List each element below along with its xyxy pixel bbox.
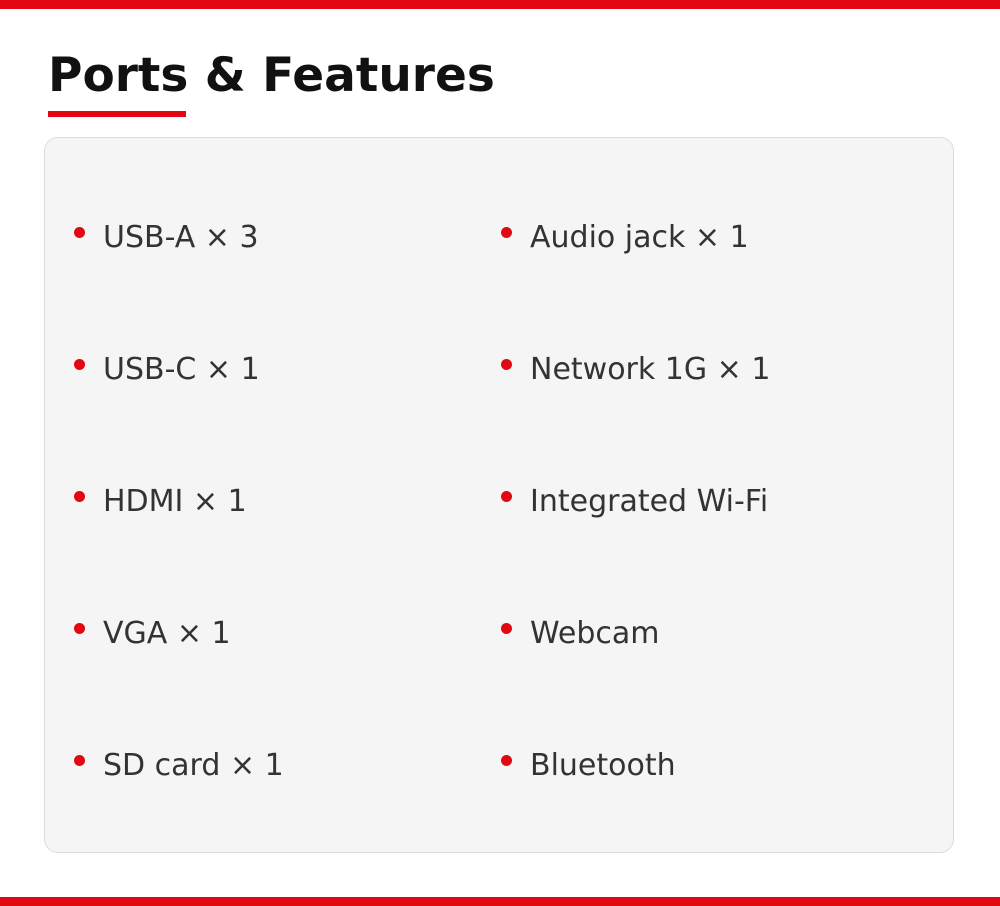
feature-item-sd-card: SD card × 1 bbox=[74, 736, 284, 796]
feature-item-audio-jack: Audio jack × 1 bbox=[501, 208, 749, 268]
bullet-dot bbox=[501, 622, 512, 634]
feature-item-network: Network 1G × 1 bbox=[501, 340, 770, 400]
bullet-dot bbox=[74, 490, 85, 502]
feature-label: VGA × 1 bbox=[103, 616, 231, 651]
bullet-dot bbox=[74, 622, 85, 634]
top-accent-bar bbox=[0, 0, 1000, 9]
feature-label: HDMI × 1 bbox=[103, 484, 247, 519]
bottom-accent-bar bbox=[0, 897, 1000, 906]
features-card: USB-A × 3 USB-C × 1 HDMI × 1 VGA × 1 SD … bbox=[44, 137, 954, 853]
bullet-dot bbox=[501, 490, 512, 502]
bullet-dot bbox=[74, 754, 85, 766]
page-title: Ports & Features bbox=[48, 48, 495, 103]
bullet-dot bbox=[501, 226, 512, 238]
bullet-dot bbox=[501, 754, 512, 766]
feature-label: Network 1G × 1 bbox=[530, 352, 771, 387]
feature-label: Bluetooth bbox=[530, 748, 676, 783]
feature-item-bluetooth: Bluetooth bbox=[501, 736, 676, 796]
feature-item-vga: VGA × 1 bbox=[74, 604, 231, 664]
feature-item-usb-c: USB-C × 1 bbox=[74, 340, 260, 400]
feature-label: Audio jack × 1 bbox=[530, 220, 749, 255]
bullet-dot bbox=[74, 226, 85, 238]
bullet-dot bbox=[74, 358, 85, 370]
feature-item-hdmi: HDMI × 1 bbox=[74, 472, 247, 532]
feature-label: SD card × 1 bbox=[103, 748, 284, 783]
feature-label: USB-C × 1 bbox=[103, 352, 260, 387]
bullet-dot bbox=[501, 358, 512, 370]
feature-label: USB-A × 3 bbox=[103, 220, 259, 255]
feature-item-wifi: Integrated Wi-Fi bbox=[501, 472, 768, 532]
feature-label: Integrated Wi-Fi bbox=[530, 484, 769, 519]
feature-item-webcam: Webcam bbox=[501, 604, 660, 664]
feature-label: Webcam bbox=[530, 616, 660, 651]
title-underline bbox=[48, 111, 186, 117]
feature-item-usb-a: USB-A × 3 bbox=[74, 208, 259, 268]
